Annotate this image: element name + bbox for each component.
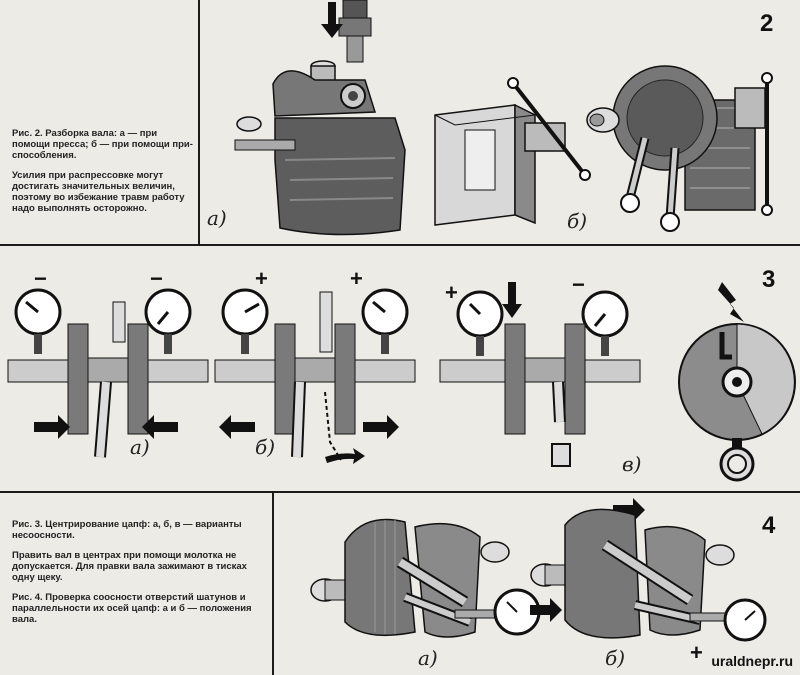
fig3b-sign-right: + [350, 266, 363, 291]
caption-fig3-note: Править вал в центрах при по­мощи молотк… [12, 550, 247, 583]
fig2b-puller-tool [434, 77, 591, 226]
fig3v-sign-right: − [572, 272, 585, 297]
fig4-label-b: б) [605, 646, 626, 670]
divider-vertical-top [198, 0, 200, 245]
caption-fig2: Рис. 2. Разборка вала: а — при помощи пр… [12, 128, 194, 223]
fig4b-sign: + [690, 640, 703, 665]
fig2-label-a: а) [207, 206, 227, 230]
fig3v-sign-left: + [445, 280, 458, 305]
fig4a-crankshaft-alignment-check [310, 518, 541, 638]
fig3b-sign-left: + [255, 266, 268, 291]
caption-fig2-note: Усилия при распрессовке могут достигать … [12, 170, 185, 214]
fig3a-sign-left: − [34, 266, 47, 291]
divider-horizontal-1 [0, 244, 800, 246]
fig3v-crankshaft-with-indicators [439, 282, 641, 467]
caption-fig3-4: Рис. 3. Центрирование цапф: а, б, в — ва… [12, 519, 268, 634]
fig4b-crankshaft-alignment-check [530, 498, 767, 642]
fig2b-crankshaft-assembly [586, 65, 773, 232]
caption-fig4-title: Рис. 4. Проверка соосности от­верстий ша… [12, 592, 252, 625]
fig3a-crankshaft-with-indicators [7, 288, 209, 458]
fig4-label-a: а) [418, 646, 438, 670]
figure-number-2: 2 [760, 10, 774, 37]
fig3-label-v: в) [622, 452, 642, 476]
figure-number-4: 4 [762, 512, 776, 539]
watermark: uraldnepr.ru [708, 653, 796, 669]
figure-number-3: 3 [762, 266, 776, 293]
caption-fig2-title: Рис. 2. Разборка вала: а — при помощи пр… [12, 128, 193, 161]
fig2a-press-illustration [234, 0, 406, 236]
fig3-label-a: а) [130, 435, 150, 459]
divider-horizontal-2 [0, 491, 800, 493]
fig3a-sign-right: − [150, 266, 163, 291]
fig2-label-b: б) [567, 209, 588, 233]
fig3-side-view-flywheel [678, 282, 796, 482]
caption-fig3-title: Рис. 3. Центрирование цапф: а, б, в — ва… [12, 519, 242, 541]
divider-vertical-bottom [272, 492, 274, 675]
fig3-label-b: б) [255, 435, 276, 459]
fig3b-crankshaft-with-indicators [214, 288, 416, 464]
